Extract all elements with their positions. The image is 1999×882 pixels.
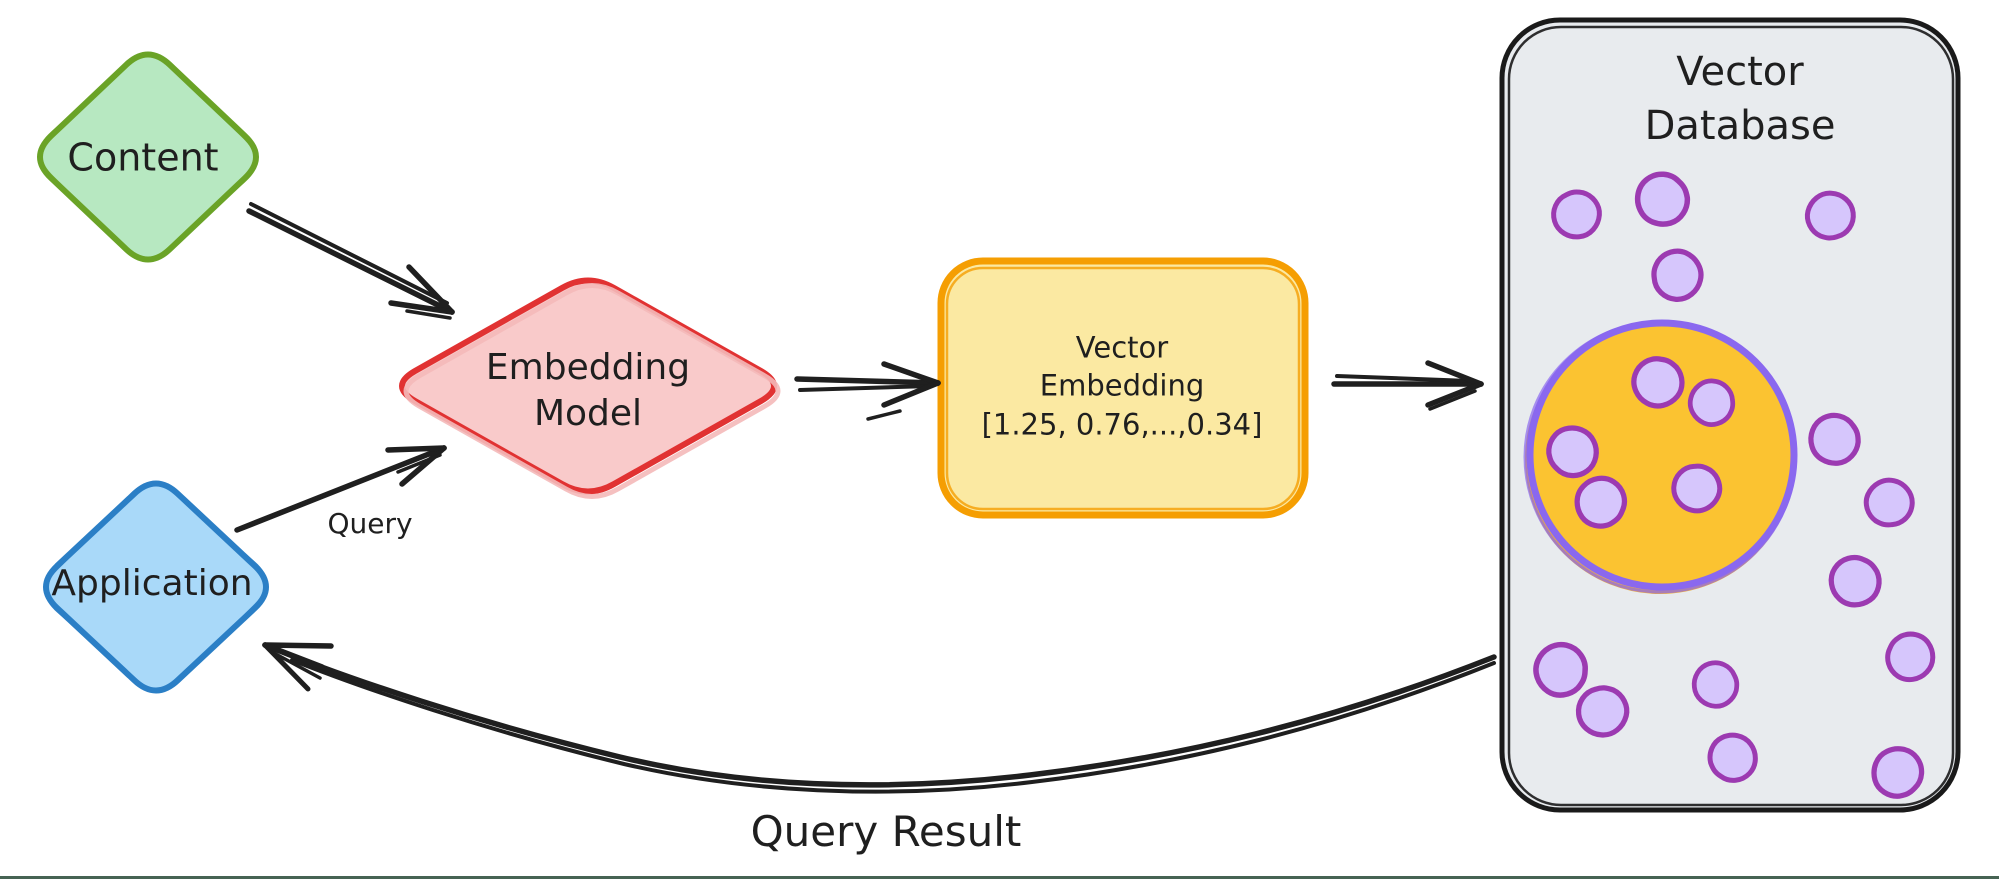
- embedding-model-node-label: Embedding Model: [485, 346, 691, 434]
- vector-to-database-arrow: [1331, 360, 1484, 411]
- vector-embedding-node-label: Vector Embedding [1.25, 0.76,...,0.34]: [981, 330, 1263, 442]
- content-node: [37, 51, 259, 263]
- vector-embedding-node: [937, 257, 1309, 519]
- query-arrow: [234, 445, 447, 533]
- query-edge-label: Query: [327, 507, 413, 541]
- vector-database-title: Vector Database: [1644, 49, 1836, 149]
- application-node: [43, 480, 269, 694]
- content-to-embedding-arrow: [246, 202, 455, 320]
- application-node-label: Application: [51, 562, 253, 604]
- vector-database-node: [1499, 17, 1961, 813]
- embedding-to-vector-arrow: [794, 361, 941, 421]
- query-result-edge-label: Query Result: [750, 807, 1022, 857]
- vector-point-icon: [1811, 415, 1858, 463]
- bottom-divider: [0, 876, 1999, 879]
- query-result-arrow: [262, 642, 1497, 794]
- embedding-model-node: [399, 277, 781, 499]
- content-node-label: Content: [67, 135, 219, 180]
